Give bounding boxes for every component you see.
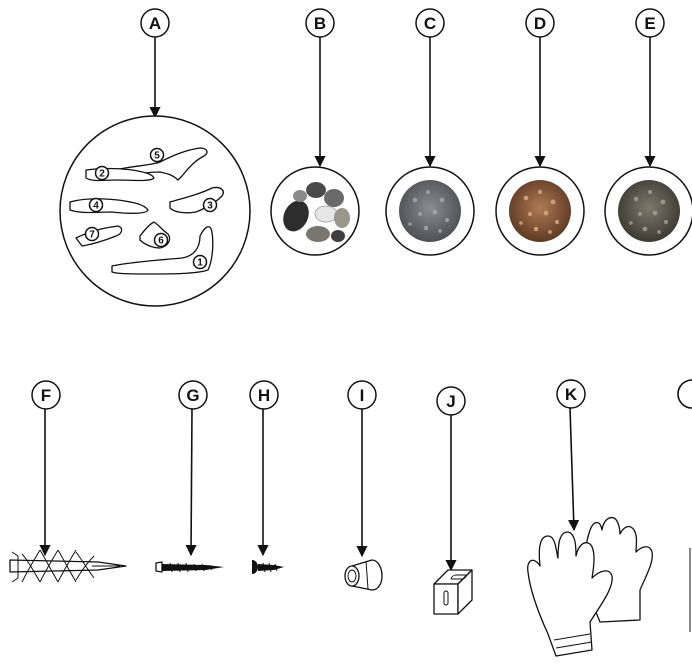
svg-text:3: 3: [207, 201, 213, 212]
driftwood-icon: 5 2 4 3 7 6 1: [60, 116, 250, 306]
svg-text:E: E: [644, 14, 655, 33]
callout-f: F: [32, 381, 60, 555]
callout-a: A: [141, 9, 169, 117]
gravel-icon: [386, 167, 474, 255]
svg-text:H: H: [258, 386, 270, 405]
svg-text:2: 2: [99, 169, 105, 180]
driftwood-number-4: 4: [90, 199, 103, 212]
driftwood-number-2: 2: [96, 167, 109, 180]
svg-text:A: A: [149, 14, 161, 33]
svg-text:D: D: [534, 14, 546, 33]
driftwood-number-7: 7: [86, 228, 99, 241]
callout-k: K: [557, 380, 585, 530]
svg-text:G: G: [186, 386, 199, 405]
grommet-icon: [345, 560, 382, 590]
callout-b: B: [306, 9, 334, 166]
driftwood-number-3: 3: [204, 199, 217, 212]
svg-text:I: I: [360, 386, 365, 405]
svg-text:4: 4: [93, 201, 99, 212]
svg-text:5: 5: [154, 151, 160, 162]
svg-text:7: 7: [89, 230, 95, 241]
callout-e: E: [636, 9, 664, 166]
svg-text:B: B: [314, 14, 326, 33]
callout-g: G: [179, 381, 207, 555]
short-screw-icon: [252, 560, 284, 574]
svg-text:1: 1: [197, 258, 203, 269]
driftwood-number-5: 5: [151, 149, 164, 162]
svg-text:J: J: [446, 392, 455, 411]
driftwood-number-6: 6: [155, 234, 168, 247]
driftwood-number-1: 1: [194, 256, 207, 269]
gravel-icon: [605, 167, 692, 255]
callout-d: D: [526, 9, 554, 166]
gloves-icon: [528, 518, 653, 656]
callout-c: C: [416, 9, 444, 166]
wall-anchor-icon: [10, 550, 126, 582]
long-screw-icon: [156, 562, 224, 572]
svg-text:K: K: [565, 385, 578, 404]
river-stones-icon: [271, 167, 359, 255]
callout-i: I: [348, 381, 376, 556]
callout-j: J: [437, 387, 465, 570]
svg-text:6: 6: [158, 236, 164, 247]
callout-partial: [678, 380, 692, 408]
svg-text:F: F: [41, 386, 51, 405]
l-bracket-icon: [434, 570, 472, 614]
gravel-icon: [496, 167, 584, 255]
callout-h: H: [250, 381, 278, 555]
svg-text:C: C: [424, 14, 436, 33]
